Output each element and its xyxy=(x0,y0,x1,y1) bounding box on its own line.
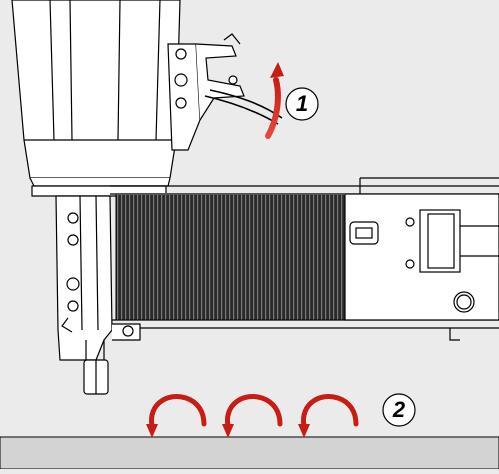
magazine-rail xyxy=(110,177,499,341)
work-surface xyxy=(0,436,499,470)
latch-lever xyxy=(167,33,283,151)
tool-housing xyxy=(11,0,181,197)
rotate-arrow-icon xyxy=(222,394,283,438)
rotate-arrows-row xyxy=(146,394,359,438)
nose-piece xyxy=(55,195,141,395)
staple-strip xyxy=(115,193,346,321)
step-2-label: 2 xyxy=(392,397,406,422)
rotate-arrow-icon xyxy=(265,62,284,139)
rotate-arrow-icon xyxy=(298,394,359,438)
step-number-badge xyxy=(382,393,416,427)
step-1-label: 1 xyxy=(295,91,309,116)
rotate-arrow-icon xyxy=(146,394,207,438)
step-number-badge xyxy=(285,87,319,121)
